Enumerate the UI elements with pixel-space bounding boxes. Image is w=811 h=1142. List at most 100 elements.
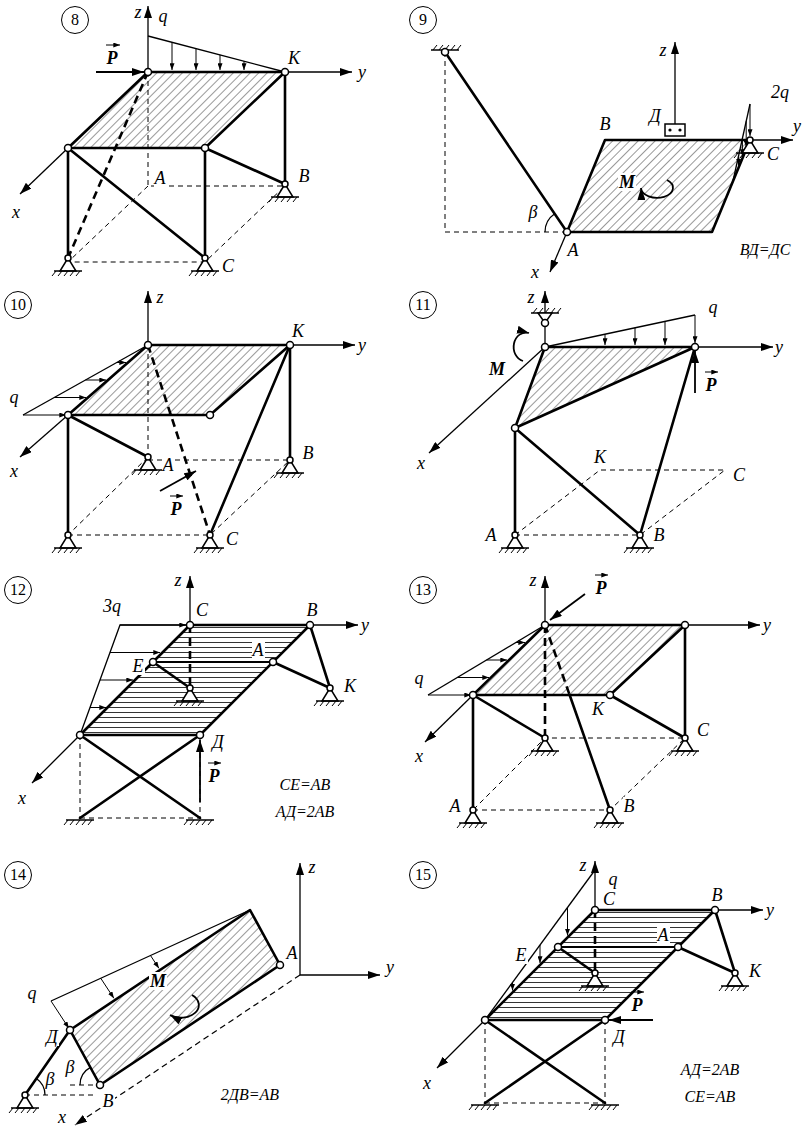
drawing-path xyxy=(445,52,567,232)
scheme-number: 13 xyxy=(409,576,437,604)
figure-label: K xyxy=(291,322,305,340)
figure-label: C xyxy=(221,257,235,275)
drawing-path xyxy=(80,1067,90,1085)
figure-label: y xyxy=(792,117,802,135)
drawing-use xyxy=(307,622,314,629)
scheme-number-text: 8 xyxy=(71,12,79,28)
figure-label: β xyxy=(65,1058,76,1076)
drawing-rect xyxy=(665,124,685,136)
drawing-use xyxy=(482,1017,489,1024)
drawing-line xyxy=(715,910,735,973)
drawing-line xyxy=(558,946,678,948)
drawing-line xyxy=(665,321,666,345)
drawing-line xyxy=(738,156,739,166)
drawing-use xyxy=(719,970,749,991)
drawing-line xyxy=(685,624,760,625)
figure-label: x xyxy=(530,263,540,281)
figure-label: CE=AB xyxy=(279,777,332,793)
drawing-line xyxy=(684,625,687,738)
figure-label: A xyxy=(162,456,175,474)
scheme-11 xyxy=(429,291,773,553)
drawing-use xyxy=(145,342,152,349)
figure-label: x xyxy=(422,1074,432,1092)
figure-label: y xyxy=(774,338,784,356)
figure-label: P xyxy=(631,996,644,1014)
figure-label: x xyxy=(11,203,21,221)
figure-label: A xyxy=(567,241,580,259)
drawing-line xyxy=(23,345,148,415)
figure-label: C xyxy=(602,890,616,908)
figure-label: Д xyxy=(648,107,661,125)
drawing-line xyxy=(199,740,201,802)
drawing-line xyxy=(106,45,120,46)
figure-label: E xyxy=(515,946,528,964)
figure-label: ВД=ДС xyxy=(739,242,792,258)
drawing-use xyxy=(132,454,162,475)
drawing-path xyxy=(545,214,555,232)
drawing-use xyxy=(564,229,571,236)
drawing-use xyxy=(274,457,304,478)
scheme-number-text: 11 xyxy=(415,297,430,313)
drawing-use xyxy=(555,944,562,951)
drawing-line xyxy=(550,594,585,620)
drawing-use xyxy=(194,532,224,553)
drawing-line xyxy=(54,397,86,398)
drawing-line xyxy=(425,695,473,742)
drawing-line xyxy=(558,947,595,973)
drawing-line xyxy=(567,908,568,936)
drawing-use xyxy=(607,692,614,699)
drawing-line xyxy=(695,346,773,347)
drawing-path xyxy=(25,1085,100,1095)
figure-label: K xyxy=(343,677,357,695)
scheme-8 xyxy=(20,6,352,276)
drawing-line xyxy=(170,496,183,497)
drawing-line xyxy=(120,625,186,626)
drawing-use xyxy=(184,820,214,825)
drawing-circle xyxy=(668,128,671,131)
drawing-line xyxy=(51,1001,69,1028)
drawing-line xyxy=(23,415,66,416)
drawing-line xyxy=(544,576,545,625)
drawing-line xyxy=(147,6,148,72)
drawing-line xyxy=(160,471,196,491)
drawing-line xyxy=(445,52,567,232)
drawing-line xyxy=(550,232,567,272)
drawing-line xyxy=(609,1019,653,1021)
drawing-use xyxy=(287,342,294,349)
drawing-line xyxy=(485,1020,605,1103)
drawing-line xyxy=(68,148,205,258)
drawing-line xyxy=(204,148,207,258)
figure-label: P xyxy=(106,49,119,67)
drawing-line xyxy=(153,662,190,688)
drawing-use xyxy=(189,255,219,276)
drawing-use xyxy=(457,807,487,828)
figure-label: q xyxy=(9,388,20,406)
drawing-line xyxy=(437,1020,485,1068)
figure-label: B xyxy=(306,601,319,619)
drawing-line xyxy=(594,910,597,973)
drawing-line xyxy=(635,328,636,345)
drawing-line xyxy=(80,735,200,818)
drawing-line xyxy=(68,415,148,457)
drawing-line xyxy=(610,695,685,738)
drawing-use xyxy=(512,425,519,432)
drawing-use xyxy=(197,732,204,739)
figure-label: x xyxy=(414,747,424,765)
figure-label: q xyxy=(608,870,619,888)
drawing-use xyxy=(682,622,689,629)
drawing-use xyxy=(624,532,654,553)
drawing-polygon xyxy=(68,72,285,148)
drawing-use xyxy=(314,685,344,706)
drawing-line xyxy=(75,975,300,1125)
figure-label: P xyxy=(170,500,183,518)
drawing-use xyxy=(64,820,94,825)
scheme-number-text: 12 xyxy=(10,582,26,598)
drawing-path xyxy=(80,735,200,818)
drawing-line xyxy=(695,315,696,343)
drawing-line xyxy=(705,372,718,373)
drawing-use xyxy=(97,1082,104,1089)
scheme-13 xyxy=(425,575,760,828)
